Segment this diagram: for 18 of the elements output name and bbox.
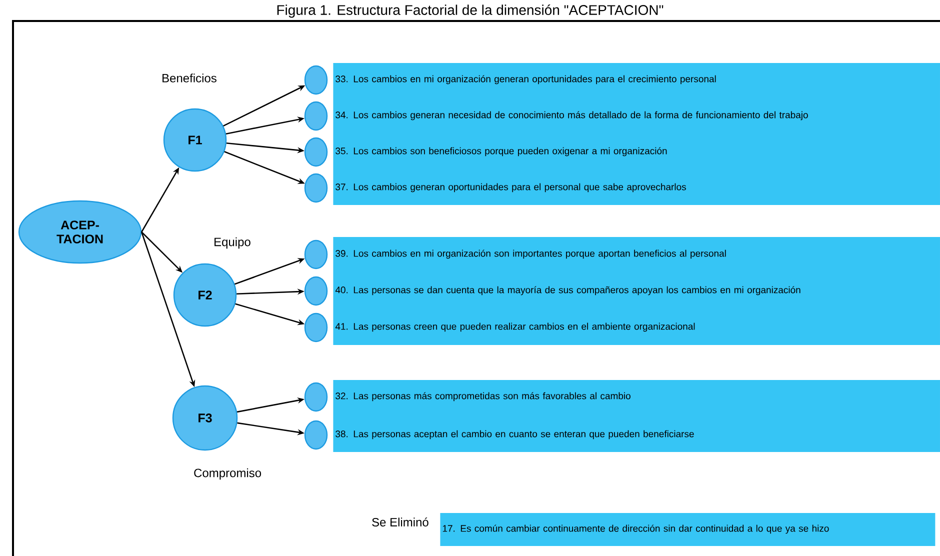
- group-label: Se Eliminó: [372, 518, 428, 526]
- indicator-circle: [304, 173, 328, 203]
- figure-title: Figura 1. Estructura Factorial de la dimensión "ACEPTACION": [277, 4, 664, 18]
- group-label: Equipo: [214, 237, 250, 249]
- indicator-circle: [304, 240, 328, 270]
- indicator-circle: [304, 382, 328, 412]
- indicator-circle: [304, 312, 328, 342]
- item-box: 32. Las personas más comprometidas son más favorables al cambio 38. Las personas aceptan el cambio en cuanto se enteran que pueden beneficiarse: [333, 380, 940, 452]
- indicator-circle: [304, 276, 328, 306]
- item-box: 33. Los cambios en mi organización generan oportunidades para el crecimiento personal 34. Los cambios generan necesidad de conocimiento más detallado de la forma de funcionamiento del trabajo 35. Los cambios son beneficiosos porque pueden oxigenar a mi organización 37. Los cambios generan oportunidades para el personal que sabe aprovecharlos: [333, 63, 940, 205]
- group-label: Beneficios: [162, 74, 216, 82]
- group-label: Compromiso: [194, 468, 262, 480]
- item-box: 17. Es común cambiar continuamente de dirección sin dar continuidad a lo que ya se hizo: [440, 512, 936, 546]
- indicator-circle: [304, 137, 328, 167]
- indicator-circle: [304, 420, 328, 450]
- item-box: 39. Los cambios en mi organización son importantes porque aportan beneficios al personal 40. Las personas se dan cuenta que la mayoría de sus compañeros apoyan los cambios en mi organización 41. Las personas creen que pueden realizar cambios en el ambiente organizacional: [333, 237, 940, 345]
- indicator-circle: [304, 65, 328, 95]
- indicator-circle: [304, 101, 328, 131]
